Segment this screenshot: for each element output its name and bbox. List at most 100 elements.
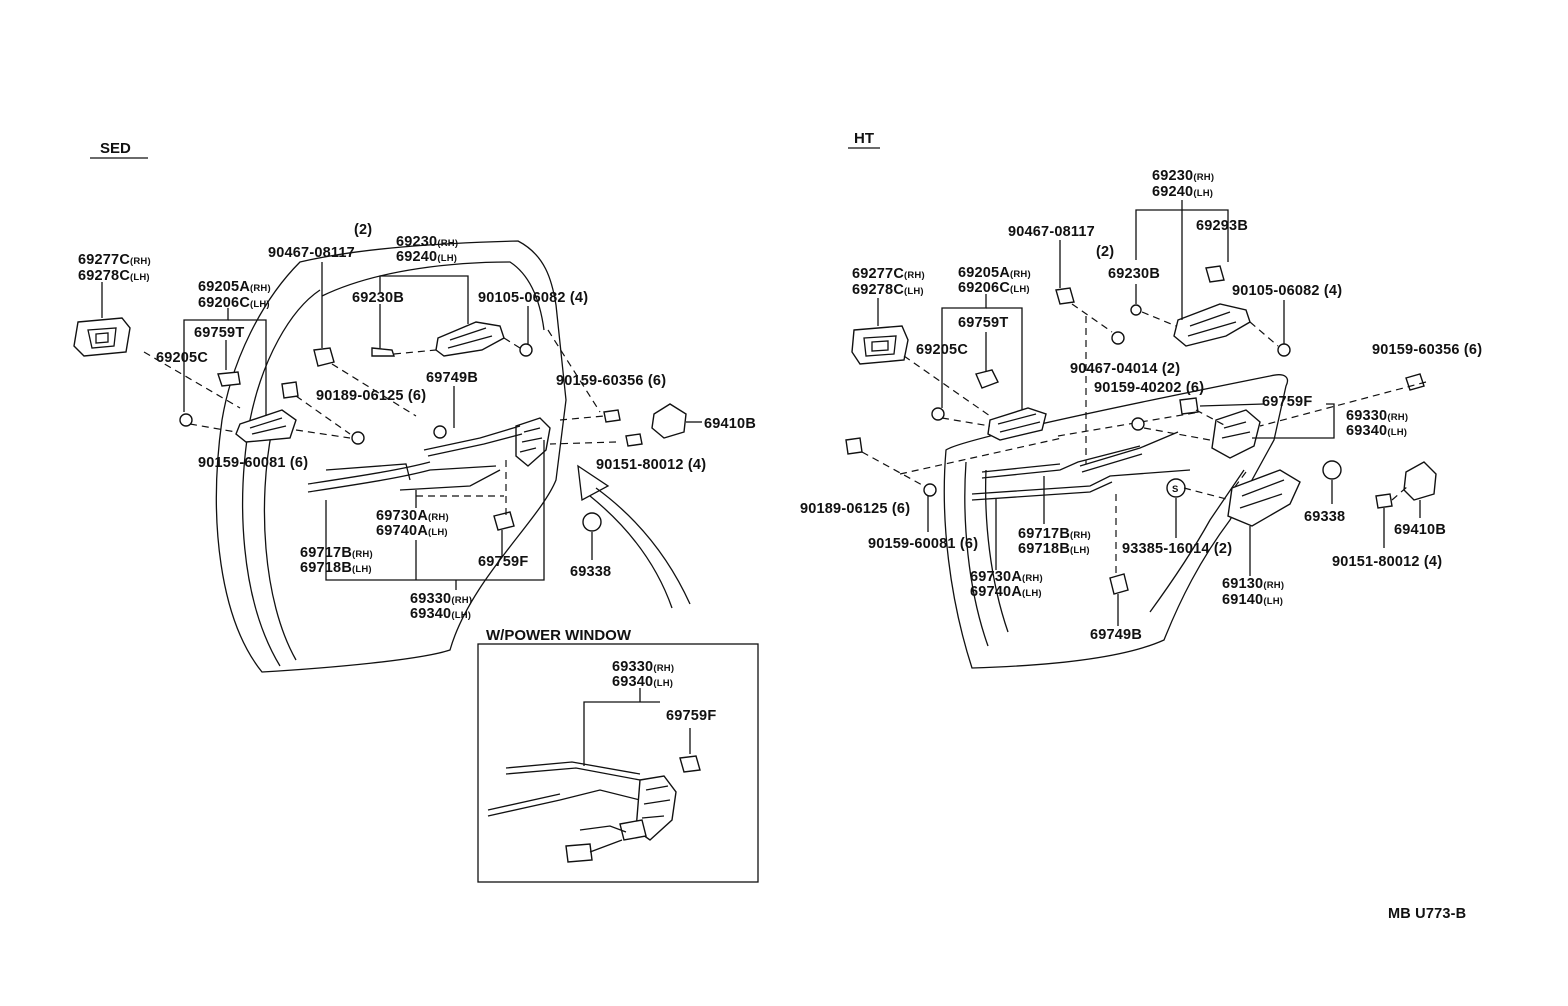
label: 69759F xyxy=(478,554,528,570)
ht-inside-handle xyxy=(987,407,1047,441)
sed-door-lock-detail xyxy=(519,427,543,453)
label: 90159-60081 (6) xyxy=(198,455,308,471)
sed-door-panel xyxy=(215,240,567,673)
label: (2) xyxy=(354,222,372,238)
power-window-frame xyxy=(477,643,759,883)
pw-rod-2 xyxy=(487,789,641,817)
ht-screw-69230b xyxy=(1130,304,1142,316)
dash xyxy=(941,417,991,427)
dash xyxy=(559,415,605,421)
dash xyxy=(903,355,991,417)
ht-rod-lock xyxy=(1079,431,1179,473)
sed-rod-69717b xyxy=(307,461,497,493)
ht-outside-handle xyxy=(1173,303,1251,347)
label: 69205C xyxy=(156,350,208,366)
ht-striker-69410b xyxy=(1403,461,1437,501)
sed-screw-69230b xyxy=(371,347,395,357)
label: 69230(RH) xyxy=(1152,168,1214,184)
sed-handle-bezel xyxy=(73,317,131,357)
label: 69240(LH) xyxy=(396,249,457,265)
ht-door-inner-right xyxy=(1149,469,1245,613)
label: 90105-06082 (4) xyxy=(478,290,588,306)
sed-inside-handle-detail xyxy=(249,417,287,435)
dash xyxy=(295,429,351,439)
power-window-title: W/POWER WINDOW xyxy=(486,627,632,644)
sed-clip-69749b xyxy=(433,425,447,439)
leader xyxy=(1135,209,1229,262)
dash xyxy=(1233,471,1247,489)
sed-cushion-69338 xyxy=(582,512,602,532)
sed-handle-bezel-detail xyxy=(87,327,117,349)
dash xyxy=(1249,321,1279,347)
dash xyxy=(1071,303,1113,333)
label: 90151-80012 (4) xyxy=(1332,554,1442,570)
sed-rod-69730a xyxy=(325,463,501,491)
sed-arrow-shaft-1 xyxy=(595,487,691,605)
label: 69230B xyxy=(1108,266,1160,282)
label: 90159-40202 (6) xyxy=(1094,380,1204,396)
ht-screw-90159-40202 xyxy=(1131,417,1145,431)
pw-clip-69759f xyxy=(679,755,701,773)
label: 69277C(RH) xyxy=(852,266,925,282)
label: 90159-60081 (6) xyxy=(868,536,978,552)
label: 69759F xyxy=(1262,394,1312,410)
label: 90189-06125 (6) xyxy=(316,388,426,404)
ht-regulator-detail xyxy=(1239,479,1285,509)
ht-clip-90467-08117 xyxy=(1055,287,1075,305)
ht-handle-bezel xyxy=(851,325,909,365)
ht-rod-69717b xyxy=(981,445,1141,479)
label: 69410B xyxy=(1394,522,1446,538)
label: 69740A(LH) xyxy=(970,584,1042,600)
label: 69140(LH) xyxy=(1222,592,1283,608)
dash xyxy=(1141,311,1177,327)
sed-striker-69410b xyxy=(651,403,687,439)
label: 69206C(LH) xyxy=(958,280,1030,296)
label: 69717B(RH) xyxy=(300,545,373,561)
sed-screw-90159-60081 xyxy=(351,431,365,445)
label: 69206C(LH) xyxy=(198,295,270,311)
sed-title: SED xyxy=(100,140,131,157)
leader xyxy=(379,275,469,324)
label: 69718B(LH) xyxy=(1018,541,1090,557)
ht-clip-69293b xyxy=(1205,265,1225,283)
ht-window-regulator-69130 xyxy=(1227,469,1301,527)
leader xyxy=(986,307,1023,410)
sed-arrow-shaft-2 xyxy=(589,495,673,609)
label: 69340(LH) xyxy=(1346,423,1407,439)
label: 69330(RH) xyxy=(612,659,674,675)
dash xyxy=(143,351,241,409)
sed-outside-handle-detail xyxy=(447,327,493,349)
sed-section: SED xyxy=(73,140,756,673)
leader xyxy=(583,701,660,766)
sed-rod-lock xyxy=(423,425,523,457)
sed-screw-90159-60356 xyxy=(603,409,621,423)
sed-door-inner-edge-2 xyxy=(263,429,297,661)
dash xyxy=(393,349,437,355)
label: 69240(LH) xyxy=(1152,184,1213,200)
sed-screw-90151 xyxy=(625,433,643,447)
sed-clip-90189 xyxy=(281,381,299,399)
ht-screw-90105 xyxy=(1277,343,1291,357)
label: 69205C xyxy=(916,342,968,358)
label: 90467-04014 (2) xyxy=(1070,361,1180,377)
ht-title: HT xyxy=(854,130,874,147)
dash xyxy=(861,451,925,487)
ht-screw-93385-mark: S xyxy=(1172,484,1178,495)
label: 69340(LH) xyxy=(612,674,673,690)
label: 69278C(LH) xyxy=(852,282,924,298)
label: 69759T xyxy=(194,325,244,341)
label: 69130(RH) xyxy=(1222,576,1284,592)
power-window-inset: W/POWER WINDOW 69330(RH) 69340(LH) 69759… xyxy=(477,627,759,883)
ht-handle-bezel-detail xyxy=(863,335,897,357)
label: 69717B(RH) xyxy=(1018,526,1091,542)
label: 69230B xyxy=(352,290,404,306)
dash xyxy=(1143,427,1211,441)
sed-screw-90105 xyxy=(519,343,533,357)
sed-door-inner-edge xyxy=(242,289,321,667)
ht-cushion-69338 xyxy=(1322,460,1342,480)
label: 90151-80012 (4) xyxy=(596,457,706,473)
label: 90467-08117 xyxy=(268,245,355,261)
ht-inside-handle-detail xyxy=(997,413,1041,433)
leader xyxy=(941,294,987,408)
